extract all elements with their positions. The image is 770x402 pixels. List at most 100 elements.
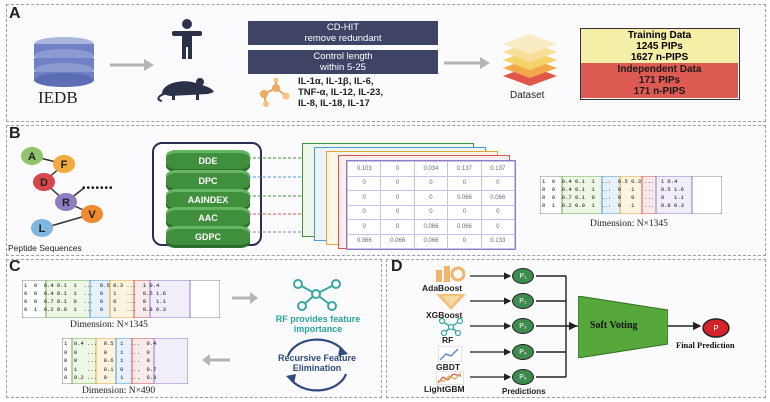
panel-c-label: C <box>9 258 21 275</box>
amino-acid-f-letter: F <box>61 159 68 171</box>
amino-acid-r: R <box>55 193 77 211</box>
rf-importance-text: RF provides feature importance <box>254 314 382 334</box>
sheet-cell: 0 <box>413 175 449 191</box>
independent-npips: 171 n-PIPS <box>633 86 686 97</box>
mouse-icon <box>157 78 214 102</box>
feature-matrix-c-top: 1 0 0.4 0.1 1 ... 0.5 0.3 ... 1 0.4 0 0 … <box>22 280 220 318</box>
classifier-xgboost: XGBoost <box>426 310 463 320</box>
sheet-cell: 0 <box>447 175 482 191</box>
independent-title: Independent Data <box>617 64 702 75</box>
sheet-cell: 0.137 <box>447 161 482 177</box>
rf-tree-icon <box>438 318 464 336</box>
length-box: Control length within 5-25 <box>248 50 438 74</box>
sheet-cell: 0.066 <box>380 233 415 249</box>
molecule-icon <box>260 78 290 107</box>
amino-acid-v-letter: V <box>88 209 96 221</box>
chain-ellipsis: ••••••• <box>82 183 114 194</box>
prediction-node-1: P₁ <box>512 268 534 284</box>
prediction-node-4: P₄ <box>512 344 534 360</box>
recursive-cycle-icon <box>286 338 348 392</box>
sheet-cell: 0.133 <box>480 233 516 249</box>
sheet-cell: 0 <box>480 204 516 220</box>
sheet-cell: 0 <box>447 204 482 220</box>
sheet-cell: 0.137 <box>480 161 516 177</box>
dimension-c-bottom: Dimension: N×490 <box>82 386 156 396</box>
feature-matrix-b: 1 0 0.4 0.1 1 ... 0.5 0.3 ... 1 0.4 0 0 … <box>540 176 722 214</box>
sheet-cell: 0 <box>413 204 449 220</box>
dataset-label: Dataset <box>510 90 545 101</box>
cdhit-line2: remove redundant <box>304 33 382 44</box>
amino-acid-l: L <box>31 219 53 237</box>
rfe-line1: Recursive Feature <box>277 353 357 363</box>
human-icon <box>172 19 202 59</box>
predictions-label: Predictions <box>502 387 546 396</box>
rf-line1: RF provides feature <box>275 314 361 324</box>
sheet-cell: 0.066 <box>480 190 516 206</box>
cytokine-list: IL-1α, IL-1β, IL-6, TNF-α, IL-12, IL-23,… <box>298 76 383 109</box>
sheet-cell: 0.066 <box>413 233 449 249</box>
prediction-node-3: P₃ <box>512 318 534 334</box>
classifier-adaboost: AdaBoost <box>422 283 463 293</box>
matrix-colors <box>22 280 220 318</box>
dataset-stack-icon <box>503 34 557 86</box>
sheet-cell: 0 <box>380 175 415 191</box>
sheet-cell: 0 <box>346 190 382 206</box>
sheet-cell: 0 <box>380 161 415 177</box>
sheet-cell: 0 <box>380 204 415 220</box>
sheet-cell: 0 <box>480 219 516 235</box>
prediction-node-5: P₅ <box>512 369 534 385</box>
length-line1: Control length <box>313 51 373 62</box>
dimension-c-top: Dimension: N×1345 <box>70 320 148 330</box>
matrix-b-text: 1 0 0.4 0.1 1 ... 0.5 0.3 ... 1 0.4 0 0 … <box>542 178 684 209</box>
independent-pips: 171 PIPs <box>638 75 681 86</box>
data-split-box: Training Data 1245 PIPs 1627 n-PIPS Inde… <box>580 28 740 100</box>
prediction-node-2: P₂ <box>512 293 534 309</box>
classifier-gbdt: GBDT <box>436 362 461 372</box>
soft-voting-label: Soft Voting <box>590 320 638 331</box>
length-line2: within 5-25 <box>320 62 366 73</box>
decision-tree-icon <box>293 279 341 311</box>
training-pips: 1245 PIPs <box>636 41 683 52</box>
peptide-sequences-label: Peptide Sequences <box>8 243 82 253</box>
matrix-colors <box>62 338 188 384</box>
sheet-cell: 0 <box>346 175 382 191</box>
training-npips: 1627 n-PIPS <box>630 52 689 63</box>
rfe-text: Recursive Feature Elimination <box>262 353 372 373</box>
matrix-c-top-text: 1 0 0.4 0.1 1 ... 0.5 0.3 ... 1 0.4 0 0 … <box>24 282 166 313</box>
adaboost-icon <box>436 266 466 282</box>
classifier-lightgbm: LightGBM <box>424 384 465 394</box>
cytokine-line1: IL-1α, IL-1β, IL-6, <box>298 76 374 87</box>
cdhit-box: CD-HIT remove redundant <box>248 21 438 45</box>
arrow-right-icon <box>444 57 490 69</box>
sheet-cell: 0.066 <box>346 233 382 249</box>
final-node-letter: P <box>713 324 718 333</box>
sheet-cell: 0.066 <box>447 190 482 206</box>
amino-acid-v: V <box>81 205 103 223</box>
sheet-cell: 0.066 <box>413 219 449 235</box>
matrix-colors <box>540 176 722 214</box>
cytokine-line2: TNF-α, IL-12, IL-23, <box>298 87 384 98</box>
sheet-cell: 0 <box>346 204 382 220</box>
sheet-cell: 0 <box>380 190 415 206</box>
training-title: Training Data <box>627 30 692 41</box>
training-data-box: Training Data 1245 PIPs 1627 n-PIPS <box>581 29 738 63</box>
database-icon <box>34 37 94 87</box>
feature-aac: AAC <box>166 207 250 229</box>
feature-gdpc: GDPC <box>166 226 250 248</box>
sheet-cell: 0 <box>447 233 482 249</box>
dimension-b: Dimension: N×1345 <box>590 219 668 229</box>
amino-acid-a-letter: A <box>28 151 36 163</box>
amino-acid-a: A <box>21 147 43 165</box>
panel-b-label: B <box>9 125 21 142</box>
feature-dde: DDE <box>166 150 250 172</box>
final-prediction-label: Final Prediction <box>676 340 735 350</box>
arrow-right-icon <box>232 292 258 304</box>
amino-acid-l-letter: L <box>39 223 46 235</box>
